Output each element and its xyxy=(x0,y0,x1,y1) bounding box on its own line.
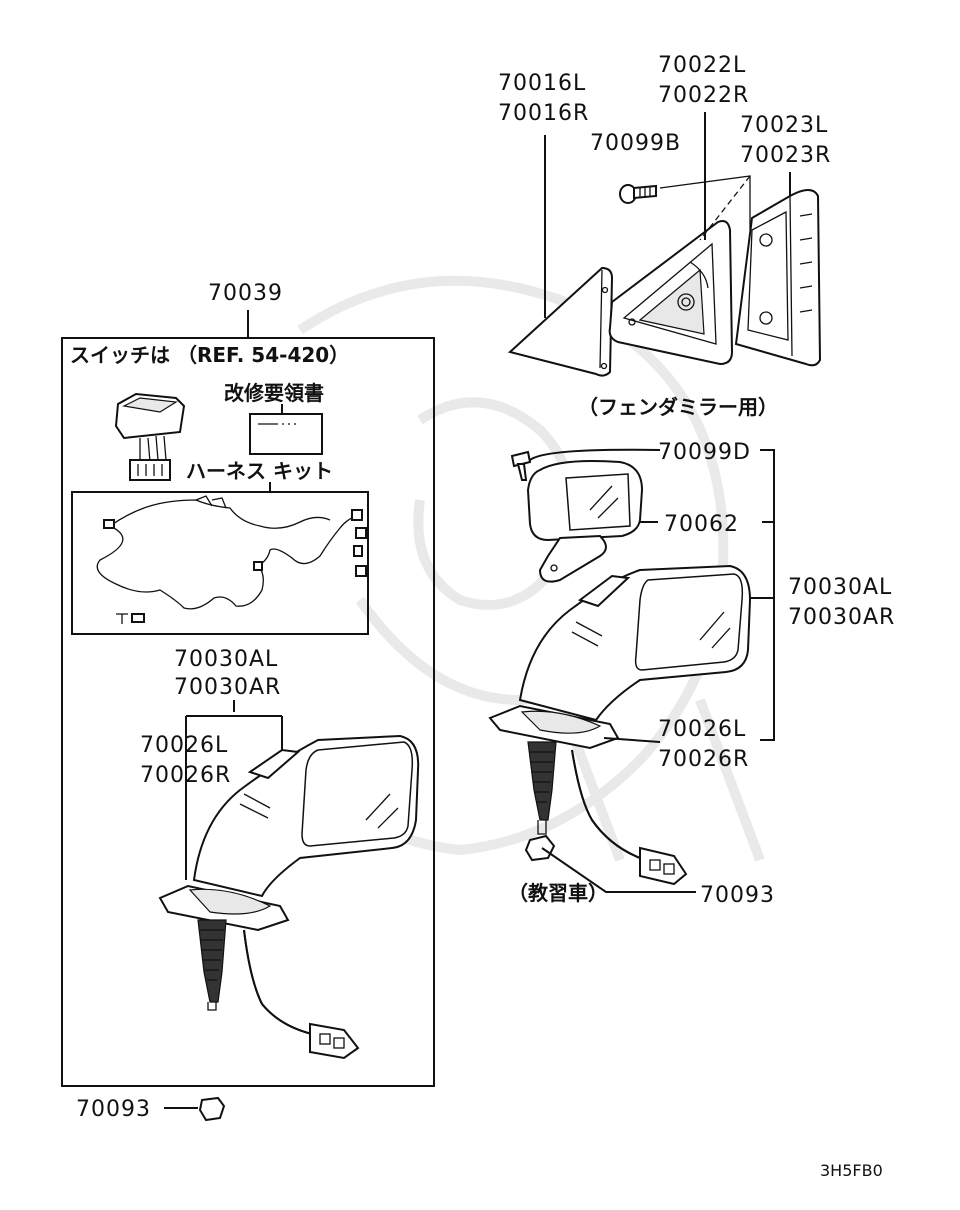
label-70026R-left: 70026R xyxy=(140,763,231,788)
repair-doc-label: 改修要領書 xyxy=(224,381,324,405)
label-70030AR-right: 70030AR xyxy=(788,605,895,630)
mirror-glass-70016 xyxy=(507,266,614,377)
label-70016L: 70016L xyxy=(498,71,586,96)
label-70026L-left: 70026L xyxy=(140,733,228,758)
label-70030AL-left: 70030AL xyxy=(174,647,278,672)
screw-70099B xyxy=(619,184,657,204)
harness-wire xyxy=(96,495,367,624)
repair-doc xyxy=(249,413,323,455)
label-70039: 70039 xyxy=(208,281,283,306)
door-mirror-70030-right xyxy=(488,564,752,886)
nut-70093-right xyxy=(524,834,556,862)
label-70093-right: 70093 xyxy=(700,883,775,908)
fender-mirror-group xyxy=(507,112,822,377)
harness-kit-label: ハーネス キット xyxy=(186,459,333,483)
instructor-note: （教習車） xyxy=(508,881,608,905)
switch-unit xyxy=(114,392,186,481)
kit-box xyxy=(61,337,435,1087)
mirror-housing-70022 xyxy=(608,220,734,366)
diagram-code: 3H5FB0 xyxy=(820,1161,883,1180)
switch-note: スイッチは （REF. 54-420） xyxy=(70,343,349,367)
label-70023R: 70023R xyxy=(740,143,831,168)
label-70099B: 70099B xyxy=(590,131,681,156)
label-70093-left: 70093 xyxy=(76,1097,151,1122)
label-70023L: 70023L xyxy=(740,113,828,138)
screw-70099D xyxy=(510,450,532,481)
fender-mirror-note: （フェンダミラー用） xyxy=(578,395,778,419)
label-70099D: 70099D xyxy=(658,440,751,465)
sub-mirror-70062 xyxy=(526,460,644,583)
mirror-base-70023 xyxy=(734,189,822,367)
door-mirror-right-group xyxy=(488,448,775,893)
label-70026R-right: 70026R xyxy=(658,747,749,772)
nut-70093-left xyxy=(198,1096,226,1122)
label-70062: 70062 xyxy=(664,512,739,537)
label-70030AR-left: 70030AR xyxy=(174,675,281,700)
label-70026L-right: 70026L xyxy=(658,717,746,742)
harness-kit-box xyxy=(71,491,369,635)
label-70022R: 70022R xyxy=(658,83,749,108)
door-mirror-70030-left xyxy=(158,734,420,1060)
label-70016R: 70016R xyxy=(498,101,589,126)
label-70022L: 70022L xyxy=(658,53,746,78)
label-70030AL-right: 70030AL xyxy=(788,575,892,600)
